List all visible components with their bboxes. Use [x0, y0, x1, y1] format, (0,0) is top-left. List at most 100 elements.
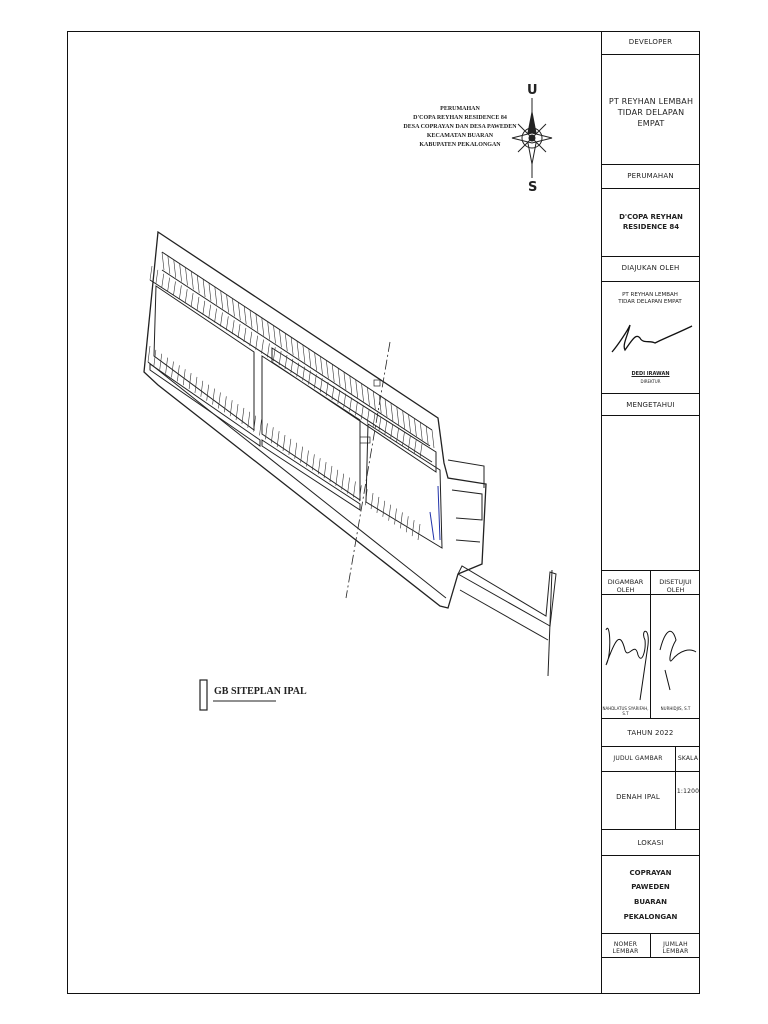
- lot-division: [153, 349, 157, 366]
- lot-division: [419, 422, 423, 441]
- lot-division: [302, 366, 305, 381]
- lot-division: [384, 420, 388, 435]
- lot-division: [314, 352, 317, 371]
- lot-division: [394, 508, 397, 525]
- lot-division: [208, 304, 211, 319]
- tb-divider: [601, 54, 700, 55]
- lot-division: [384, 399, 388, 418]
- lot-division: [196, 296, 200, 311]
- lot-division: [390, 402, 394, 421]
- lot-division: [161, 251, 165, 271]
- lot-division: [413, 440, 417, 455]
- lot-division: [161, 273, 165, 288]
- lot-division: [370, 493, 374, 510]
- lot-division: [364, 489, 368, 506]
- tb-vsplit: [675, 746, 676, 829]
- lot-division: [294, 442, 298, 459]
- lot-division: [308, 348, 312, 367]
- diajukan-label: DIAJUKAN OLEH: [621, 264, 680, 272]
- lot-division: [407, 436, 411, 451]
- lot-division: [405, 516, 409, 533]
- tb-divider: [601, 829, 700, 830]
- lot-division: [290, 358, 294, 373]
- lot-division: [185, 267, 188, 286]
- jumlah-lembar-label: JUMLAH LEMBAR: [662, 941, 689, 955]
- lot-division: [419, 443, 423, 459]
- compass-rose: [511, 98, 553, 178]
- lot-division: [396, 406, 400, 425]
- lot-division: [296, 362, 300, 377]
- lot-division: [241, 407, 245, 424]
- lot-division: [337, 389, 341, 404]
- lot-division: [167, 277, 170, 292]
- lot-division: [425, 426, 429, 445]
- drawing-title: GB SITEPLAN IPAL: [214, 686, 307, 697]
- lot-division: [249, 331, 253, 346]
- lot-division: [206, 384, 209, 401]
- lot-division: [347, 477, 350, 494]
- tb-divider: [601, 393, 700, 394]
- lot-division: [214, 286, 218, 305]
- signer-role: DIREKTUR: [640, 379, 661, 384]
- judul-gambar: DENAH IPAL: [616, 793, 660, 801]
- lot-division: [325, 382, 329, 397]
- lot-division: [402, 410, 405, 429]
- lot-division: [247, 411, 251, 428]
- lot-division: [329, 465, 333, 482]
- skala-value: 1:1200: [676, 788, 700, 795]
- lot-division: [167, 255, 171, 274]
- lot-division: [343, 393, 346, 408]
- lot-division: [278, 351, 282, 366]
- lot-division: [390, 424, 393, 439]
- lot-block: [149, 363, 261, 447]
- lot-division: [224, 396, 227, 413]
- perumahan-label: PERUMAHAN: [627, 172, 674, 180]
- digambar-label: DIGAMBAR OLEH: [607, 578, 644, 594]
- lot-division: [343, 371, 347, 390]
- lot-division: [267, 343, 270, 358]
- lot-division: [261, 317, 265, 336]
- tb-divider: [601, 164, 700, 165]
- lokasi-line: COPRAYAN: [629, 869, 672, 877]
- lot-division: [279, 329, 282, 348]
- lokasi-line: BUARAN: [634, 898, 667, 906]
- lot-division: [355, 379, 358, 398]
- house-lots: [147, 251, 447, 599]
- lokasi-line: PEKALONGAN: [623, 913, 678, 921]
- lot-division: [296, 340, 300, 360]
- lot-division: [378, 395, 382, 414]
- lot-division: [194, 376, 198, 393]
- tb-divider: [601, 718, 700, 719]
- lot-division: [202, 279, 206, 298]
- project-note-line: KECAMATAN BUARAN: [426, 133, 494, 139]
- lot-division: [184, 289, 188, 304]
- lot-division: [243, 306, 247, 325]
- tb-divider: [601, 188, 700, 189]
- lot-division: [431, 429, 435, 449]
- perumahan-name: D'COPA REYHAN RESIDENCE 84: [619, 213, 683, 231]
- lot-division: [249, 310, 253, 329]
- lot-division: [388, 504, 391, 521]
- project-note-line: KABUPATEN PEKALONGAN: [419, 142, 501, 148]
- tb-divider: [601, 746, 700, 747]
- lot-division: [155, 269, 159, 284]
- lot-division: [159, 353, 163, 370]
- lot-division: [367, 387, 370, 406]
- lot-division: [359, 485, 362, 502]
- ipal-pipe: [429, 485, 441, 541]
- lot-division: [288, 438, 292, 455]
- tb-divider: [601, 281, 700, 282]
- nomor-lembar-label: NOMER LEMBAR: [612, 941, 639, 955]
- title-block: [601, 31, 700, 994]
- tb-divider: [601, 771, 700, 772]
- lot-division: [196, 275, 200, 294]
- project-note-line: D'COPA REYHAN RESIDENCE 84: [413, 115, 507, 121]
- lokasi-line: PAWEDEN: [631, 883, 670, 891]
- lot-division: [319, 378, 323, 393]
- lot-division: [179, 263, 182, 282]
- lot-division: [312, 454, 315, 471]
- lokasi-label: LOKASI: [637, 839, 664, 847]
- lot-division: [147, 345, 151, 363]
- lot-division: [284, 354, 288, 370]
- lot-division: [243, 327, 247, 342]
